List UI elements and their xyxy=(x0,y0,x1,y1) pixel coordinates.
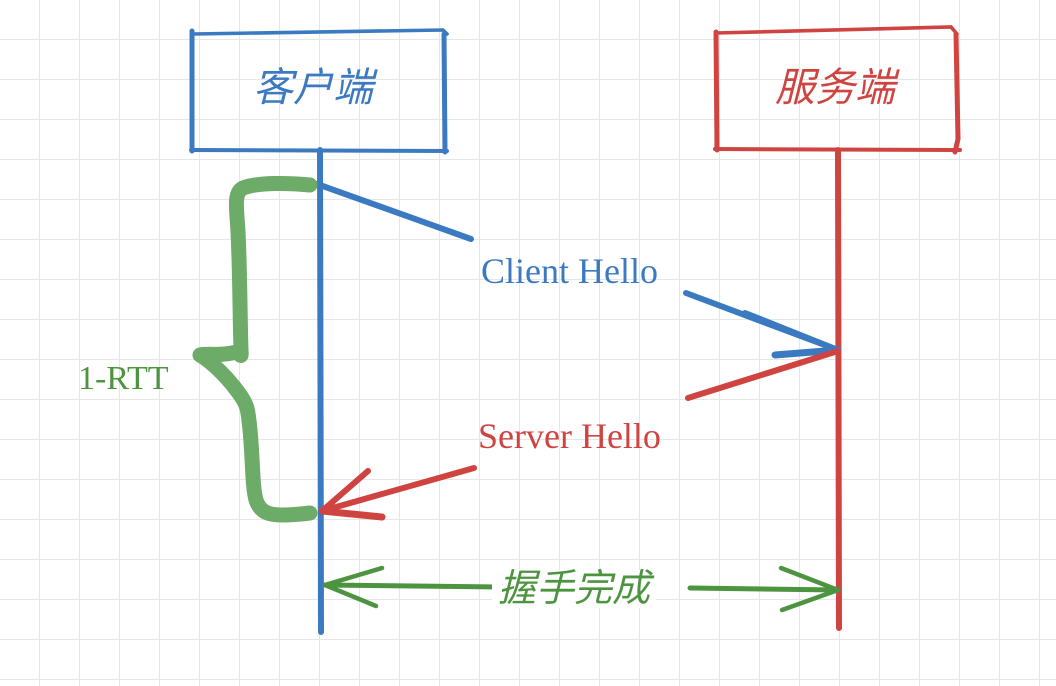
server-hello-message-label: Server Hello xyxy=(478,416,661,456)
client-lifeline xyxy=(317,147,324,635)
handshake-complete-arrow xyxy=(322,565,841,613)
client-hello-message-label: Client Hello xyxy=(481,251,658,291)
server-hello-arrow xyxy=(318,348,841,521)
rtt-annotation-label: 1-RTT xyxy=(78,360,169,397)
server-participant-label: 服务端 xyxy=(775,65,895,110)
client-hello-arrow xyxy=(314,181,842,359)
server-lifeline xyxy=(835,147,842,631)
handshake-complete-label: 握手完成 xyxy=(492,570,657,608)
client-participant-label: 客户端 xyxy=(253,65,373,110)
rtt-brace xyxy=(192,175,318,523)
